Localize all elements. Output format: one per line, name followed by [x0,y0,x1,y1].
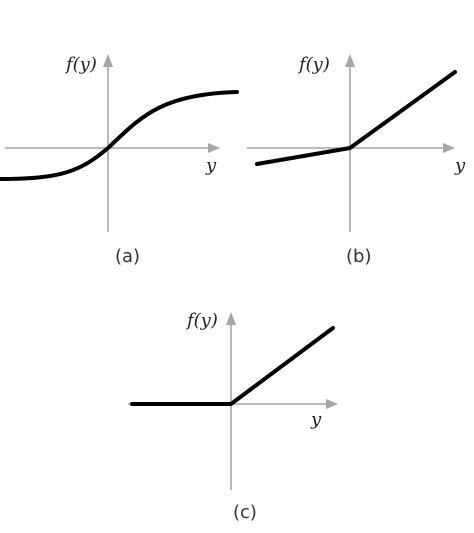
panel-c-caption: (c) [233,502,257,523]
panel-c-ylabel: f(y) [185,310,218,331]
panel-c-curve [130,326,335,406]
panel-a-caption: (a) [115,246,140,267]
panel-b-y-arrow-icon [345,54,355,67]
panel-b-caption: (b) [346,246,371,267]
panel-a-xlabel: y [205,155,217,176]
panel-a: f(y) y (a) [0,54,239,267]
panel-c-y-arrow-icon [226,312,236,325]
panel-a-y-arrow-icon [103,54,113,67]
panel-b-xlabel: y [454,155,466,176]
panel-a-curve [0,90,239,181]
panel-a-ylabel: f(y) [64,54,97,75]
panel-c: f(y) y (c) [128,310,338,523]
panel-c-xlabel: y [310,409,322,430]
panel-b-x-arrow-icon [443,143,455,153]
panel-b-curve [255,70,457,166]
panel-b: f(y) y (b) [247,54,466,267]
panel-c-x-arrow-icon [326,399,338,409]
panel-b-ylabel: f(y) [297,54,330,75]
panel-a-x-arrow-icon [208,143,220,153]
